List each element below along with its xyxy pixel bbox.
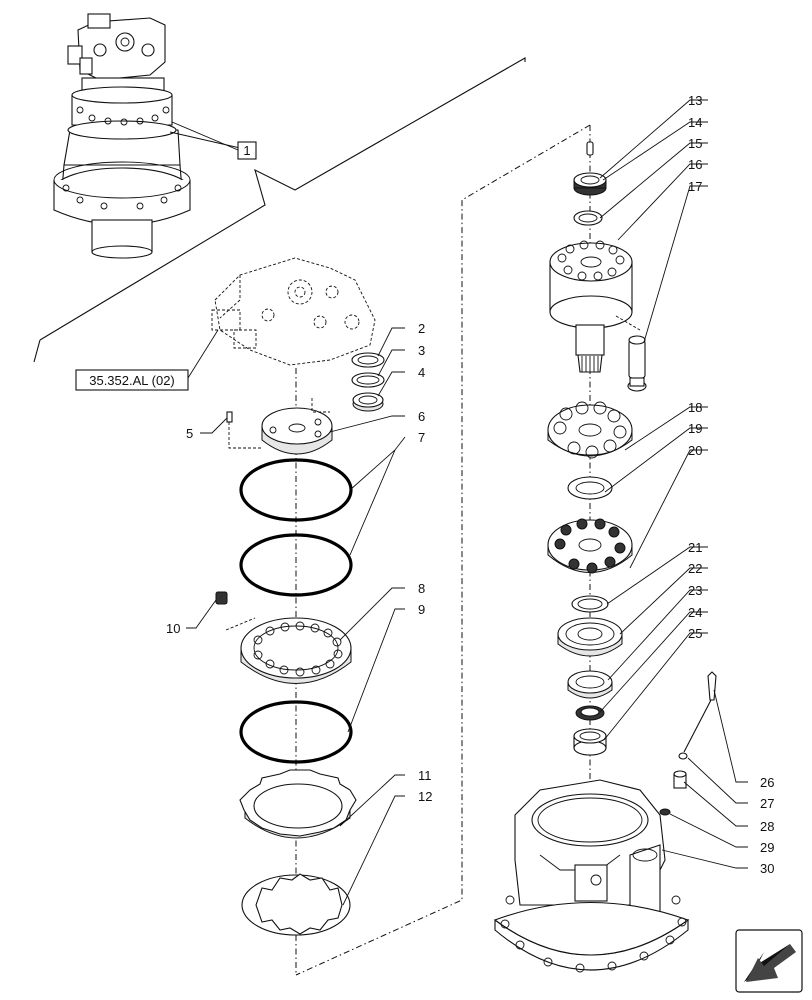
part-15-ring	[573, 210, 603, 226]
valve-block	[211, 257, 376, 366]
part-24-snap-ring	[575, 705, 605, 721]
part-19-thrust-ring	[567, 476, 613, 500]
callout-17: 17	[688, 179, 702, 194]
part-9-oring	[239, 700, 353, 764]
part-3-ring	[351, 372, 385, 388]
part-26-dipstick	[683, 671, 717, 753]
callout-13: 13	[688, 93, 702, 108]
part-30-housing	[494, 779, 690, 973]
callout-11: 11	[418, 768, 432, 783]
callout-23: 23	[688, 583, 702, 598]
part-7-oring-lower	[239, 533, 353, 597]
callout-labels: 13 14 15 16 17 2 3 4 5 6 7 18 19 20 21 2…	[166, 93, 774, 876]
callout-25: 25	[688, 626, 702, 641]
part-25-bush	[573, 728, 607, 756]
callout-30: 30	[760, 861, 774, 876]
part-29-ring	[659, 808, 671, 816]
callout-16: 16	[688, 157, 702, 172]
callout-6: 6	[418, 409, 425, 424]
valve-ref-label: 35.352.AL (02)	[89, 373, 175, 388]
part-2-ring	[351, 352, 385, 368]
part-17-piston	[615, 315, 647, 392]
part-20-shoe-plate	[547, 518, 633, 574]
callout-3: 3	[418, 343, 425, 358]
leader-lines	[186, 99, 748, 906]
callout-2: 2	[418, 321, 425, 336]
callout-28: 28	[760, 819, 774, 834]
part-7-oring-upper	[239, 458, 353, 522]
callout-29: 29	[760, 840, 774, 855]
part-6-valve-plate	[261, 398, 333, 455]
part-28-plug	[673, 770, 687, 789]
callout-15: 15	[688, 136, 702, 151]
callout-22: 22	[688, 561, 702, 576]
callout-8: 8	[418, 581, 425, 596]
view-frame	[33, 57, 526, 363]
assembly-reference: 1	[171, 121, 257, 160]
part-22-bearing	[557, 617, 623, 657]
part-11-friction-plate	[239, 769, 357, 839]
part-27-washer	[678, 752, 688, 760]
part-23-ring	[567, 670, 613, 699]
callout-9: 9	[418, 602, 425, 617]
callout-5: 5	[186, 426, 193, 441]
part-21-ring	[571, 595, 609, 613]
callout-26: 26	[760, 775, 774, 790]
valve-reference: 35.352.AL (02)	[75, 329, 219, 391]
callout-27: 27	[760, 796, 774, 811]
part-10-plug	[215, 591, 256, 631]
callout-20: 20	[688, 443, 702, 458]
arrow-down-left-icon	[744, 944, 796, 982]
callout-24: 24	[688, 605, 702, 620]
part-4-seal	[352, 392, 384, 412]
callout-18: 18	[688, 400, 702, 415]
callout-7: 7	[418, 430, 425, 445]
previous-page-button[interactable]	[735, 929, 803, 993]
assembly-ref-label: 1	[243, 143, 250, 158]
part-12-separator-plate	[241, 873, 351, 936]
part-8-bearing	[240, 617, 352, 684]
part-13-pin	[586, 141, 594, 156]
part-16-cylinder-block	[549, 240, 633, 373]
callout-10: 10	[166, 621, 180, 636]
callout-4: 4	[418, 365, 425, 380]
part-14-bush	[573, 172, 607, 196]
callout-21: 21	[688, 540, 702, 555]
callout-14: 14	[688, 115, 702, 130]
part-18-retainer-plate	[547, 401, 633, 459]
callout-19: 19	[688, 421, 702, 436]
callout-12: 12	[418, 789, 432, 804]
part-5-pin	[226, 411, 262, 449]
swing-motor-assembly	[53, 13, 241, 259]
